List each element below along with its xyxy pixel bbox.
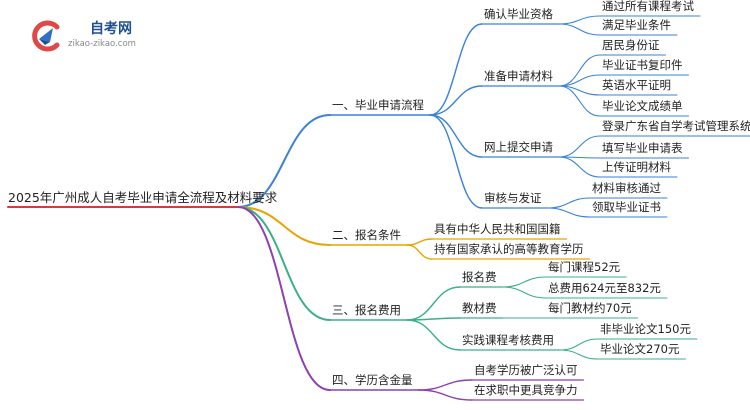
leaf-label: 满足毕业条件 <box>602 18 671 32</box>
subbranch-label: 自考学历被广泛认可 <box>474 363 578 377</box>
leaf-label: 每门课程52元 <box>548 260 621 274</box>
connector-branch <box>237 114 331 208</box>
subbranch-label: 教材费 <box>462 301 497 315</box>
leaf-label: 登录广东省自学考试管理系统 <box>602 119 750 133</box>
subbranch-label: 网上提交申请 <box>484 140 553 154</box>
connector-leaf <box>501 286 547 299</box>
leaf-label: 毕业论文成绩单 <box>602 99 683 113</box>
leaf-label: 英语水平证明 <box>602 78 671 92</box>
connector-subbranch <box>429 114 483 209</box>
connector-subbranch <box>406 319 461 351</box>
leaf-label: 总费用624元至832元 <box>548 281 661 295</box>
subbranch-label: 审核与发证 <box>484 191 542 205</box>
connector-leaf <box>559 338 599 351</box>
leaf-label: 领取毕业证书 <box>592 200 661 214</box>
subbranch-label: 报名费 <box>462 270 497 284</box>
leaf-label: 通过所有课程考试 <box>602 0 694 13</box>
connector-subbranch <box>429 23 483 116</box>
connector-leaf <box>501 276 547 288</box>
subbranch-label: 准备申请材料 <box>484 69 553 83</box>
connector-branch <box>237 206 331 391</box>
leaf-label: 居民身份证 <box>602 38 660 52</box>
connector-leaf <box>558 156 601 178</box>
connector-branch <box>237 206 331 321</box>
connector-subbranch <box>406 238 433 246</box>
logo-icon <box>32 20 60 52</box>
connector-subbranch <box>417 389 473 401</box>
leaf-label: 每门教材约70元 <box>548 301 632 315</box>
subbranch-label: 在求职中更具竞争力 <box>474 383 578 397</box>
connector-subbranch <box>429 114 483 158</box>
brand-title: 自考网 <box>90 21 132 37</box>
subbranch-label: 具有中华人民共和国国籍 <box>434 222 561 236</box>
leaf-label: 上传证明材料 <box>602 160 671 174</box>
connector-leaf <box>546 207 591 218</box>
leaf-label: 毕业证书复印件 <box>602 58 683 72</box>
branch-label: 二、报名条件 <box>332 228 401 242</box>
connector-leaf <box>558 15 601 25</box>
branch-label: 三、报名费用 <box>332 303 401 317</box>
subbranch-label: 实践课程考核费用 <box>462 333 554 347</box>
branch-label: 一、毕业申请流程 <box>332 98 424 112</box>
root-topic: 2025年广州成人自考毕业申请全流程及材料要求 <box>8 190 278 205</box>
connector-branch <box>237 206 331 246</box>
connector-subbranch <box>429 85 483 116</box>
branch-label: 四、学历含金量 <box>332 373 413 387</box>
subbranch-label: 持有国家承认的高等教育学历 <box>434 242 584 256</box>
leaf-label: 毕业论文270元 <box>600 342 680 356</box>
connector-leaf <box>546 197 591 209</box>
brand-logo: 自考网 zikao-zikao.com <box>30 18 140 54</box>
connector-subbranch <box>406 244 433 260</box>
connector-subbranch <box>417 379 473 391</box>
subbranch-label: 确认毕业资格 <box>484 7 553 21</box>
leaf-label: 非毕业论文150元 <box>600 322 691 336</box>
connector-leaf <box>558 85 601 117</box>
connector-leaf <box>558 135 601 158</box>
connector-leaf <box>558 23 601 36</box>
brand-subtitle: zikao-zikao.com <box>68 39 136 49</box>
leaf-label: 材料审核通过 <box>592 181 661 195</box>
connector-leaf <box>559 349 599 360</box>
leaf-label: 填写毕业申请表 <box>602 141 683 155</box>
connector-leaf <box>558 54 601 87</box>
connector-subbranch <box>406 286 461 321</box>
